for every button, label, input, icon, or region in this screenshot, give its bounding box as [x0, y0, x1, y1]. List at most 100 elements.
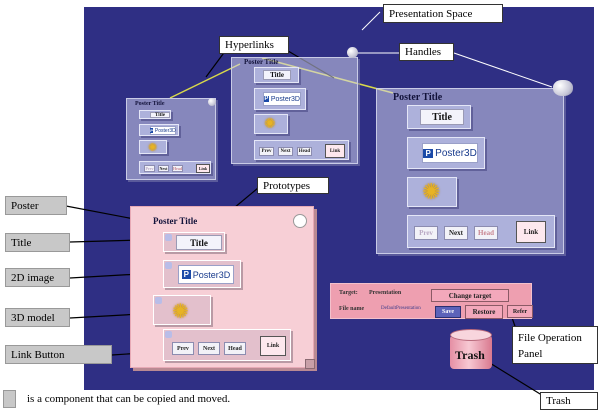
callout-text: Trash — [546, 395, 571, 407]
title-row[interactable]: Title — [163, 232, 225, 252]
callout-link-button: Link Button — [5, 345, 112, 364]
callout-text: Prototypes — [263, 179, 311, 192]
next-button[interactable]: Next — [444, 226, 468, 240]
callout-text: Poster — [11, 199, 39, 212]
callout-text: File Operation — [518, 332, 582, 344]
callout-3d-model: 3D model — [5, 308, 70, 327]
title-row[interactable]: Title — [407, 105, 471, 129]
save-button[interactable]: Save — [435, 306, 461, 318]
button-row[interactable]: Prev Next Head Link — [254, 140, 349, 160]
head-button[interactable]: Head — [297, 147, 312, 156]
poster-title: Poster Title — [135, 101, 165, 107]
target-value: Presentation — [369, 290, 402, 296]
poster-handle[interactable] — [553, 80, 573, 96]
sun-model-icon[interactable]: ✺ — [172, 301, 189, 323]
title-row[interactable]: Title — [254, 67, 299, 83]
button-row[interactable]: Prev Next Head Link — [139, 161, 211, 174]
poster3d-label: Poster3D — [435, 147, 477, 159]
head-button[interactable]: Head — [474, 226, 498, 240]
sun-model-icon[interactable]: ✺ — [148, 142, 158, 154]
callout-text: Title — [11, 236, 32, 249]
pointer-line — [453, 52, 553, 88]
poster-title: Poster Title — [153, 216, 198, 226]
link-button[interactable]: Link — [260, 336, 286, 356]
restore-button[interactable]: Restore — [465, 305, 503, 319]
head-button[interactable]: Head — [224, 342, 246, 355]
model-row[interactable]: ✺ — [407, 177, 457, 207]
model-row[interactable]: ✺ — [254, 114, 288, 134]
prev-button[interactable]: Prev — [414, 226, 438, 240]
title-component[interactable]: Title — [263, 70, 291, 80]
poster3d-label: Poster3D — [192, 269, 231, 280]
target-label: Target: — [339, 290, 358, 296]
legend-text: is a component that can be copied and mo… — [27, 393, 231, 405]
change-target-button[interactable]: Change target — [431, 289, 509, 302]
sun-model-icon[interactable]: ✺ — [422, 179, 441, 204]
poster-handle[interactable] — [293, 214, 307, 228]
filename-label: File name — [339, 306, 365, 312]
poster3d-logo-icon: P — [181, 270, 191, 279]
drag-tab[interactable] — [165, 262, 172, 269]
next-button[interactable]: Next — [158, 165, 169, 172]
button-row[interactable]: Prev Next Head Link — [407, 215, 555, 248]
title-component[interactable]: Title — [420, 109, 464, 125]
poster-handle[interactable] — [347, 47, 358, 58]
pointer-line — [361, 11, 381, 31]
file-operation-panel[interactable]: Target: Presentation File name DefaultPr… — [330, 283, 533, 319]
next-button[interactable]: Next — [198, 342, 220, 355]
callout-prototypes: Prototypes — [257, 177, 329, 194]
poster3d-label: Poster3D — [154, 127, 176, 134]
callout-trash: Trash — [540, 392, 598, 410]
next-button[interactable]: Next — [278, 147, 293, 156]
prev-button[interactable]: Prev — [144, 165, 155, 172]
title-row[interactable]: Title — [139, 110, 171, 119]
model-row[interactable]: ✺ — [139, 140, 167, 154]
link-button[interactable]: Link — [196, 164, 210, 173]
pointer-line — [484, 359, 546, 398]
filename-field[interactable]: DefaultPresentation — [381, 306, 421, 311]
callout-text: Handles — [405, 46, 442, 58]
resize-handle[interactable] — [305, 359, 315, 369]
poster3d-logo-icon: P — [423, 148, 434, 158]
model-row[interactable]: ✺ — [153, 295, 211, 325]
link-button[interactable]: Link — [516, 221, 546, 243]
poster3d-logo-icon: P — [264, 96, 269, 102]
head-button[interactable]: Head — [172, 165, 183, 172]
trash-can[interactable]: Trash — [450, 329, 492, 371]
callout-text: Hyperlinks — [225, 39, 274, 51]
callout-2d-image: 2D image — [5, 268, 70, 287]
poster-title: Poster Title — [393, 92, 443, 103]
callout-file-operation-panel: File Operation Panel — [512, 326, 598, 364]
drag-tab[interactable] — [165, 331, 172, 338]
pointer-line — [205, 49, 227, 78]
prev-button[interactable]: Prev — [172, 342, 194, 355]
sun-model-icon[interactable]: ✺ — [264, 117, 276, 132]
title-component[interactable]: Title — [150, 112, 170, 118]
poster-handle[interactable] — [208, 98, 216, 106]
button-row[interactable]: Prev Next Head Link — [163, 329, 291, 361]
title-component[interactable]: Title — [176, 235, 222, 250]
pointer-line — [233, 187, 259, 209]
drag-tab[interactable] — [165, 234, 172, 241]
callout-handles: Handles — [399, 43, 454, 61]
drag-tab[interactable] — [155, 297, 162, 304]
refer-button[interactable]: Refer — [507, 305, 533, 318]
prev-button[interactable]: Prev — [259, 147, 274, 156]
trash-label: Trash — [455, 348, 485, 362]
callout-presentation-space: Presentation Space — [383, 4, 503, 23]
hyperlink-line — [169, 63, 241, 99]
callout-text: Presentation Space — [389, 7, 473, 20]
link-button[interactable]: Link — [325, 144, 345, 158]
